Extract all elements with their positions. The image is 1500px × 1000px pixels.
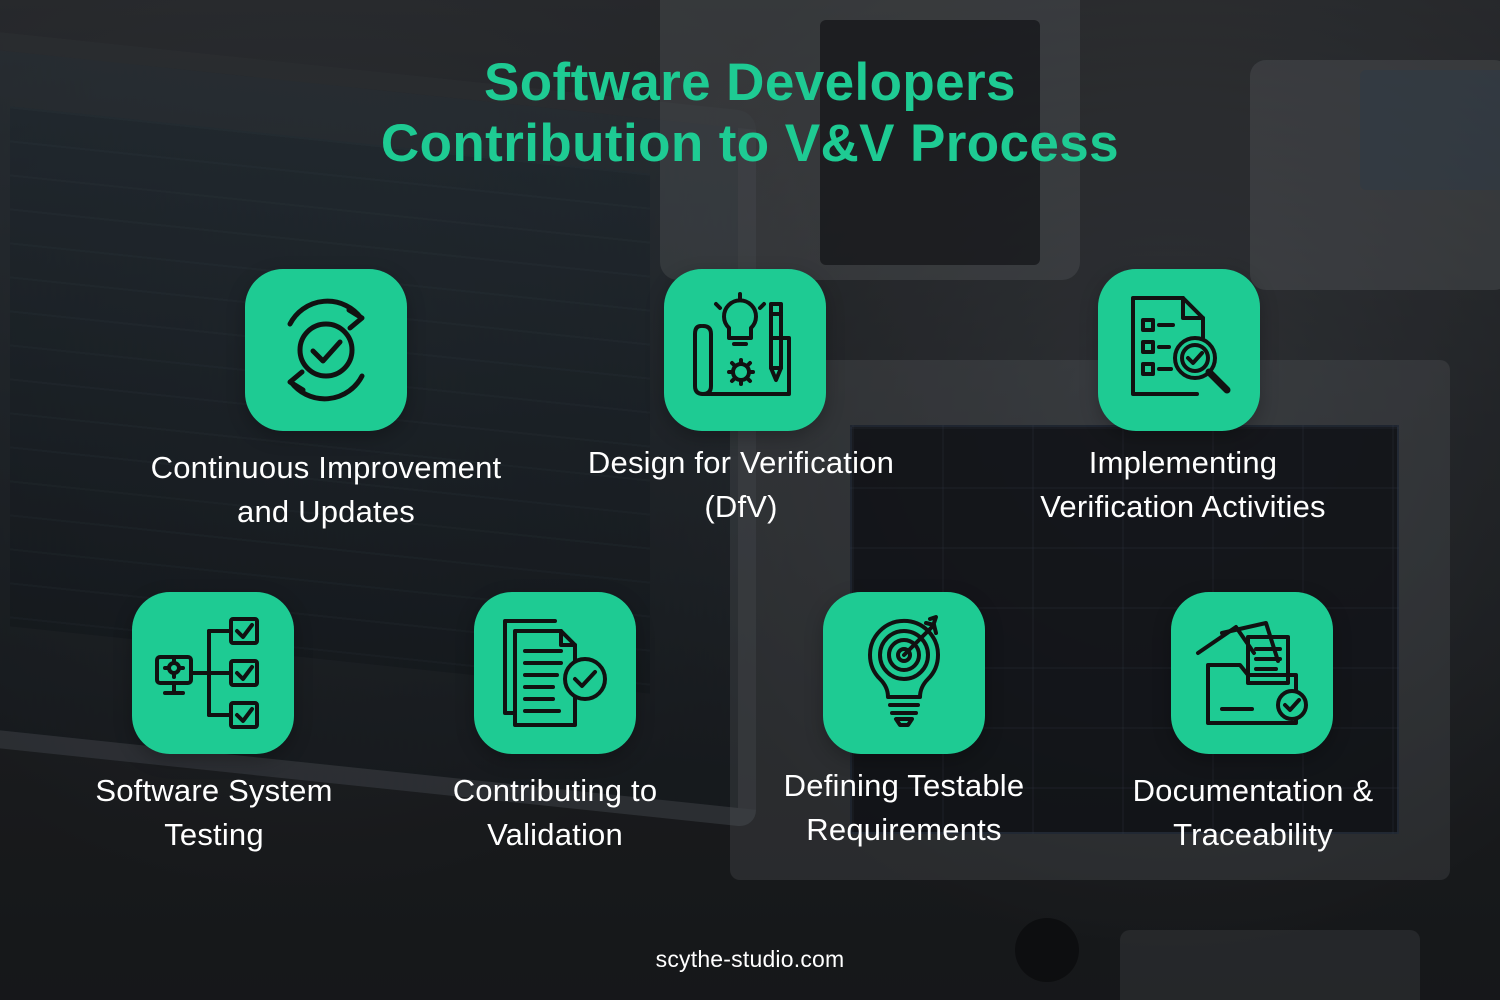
item-label-line2: Testing	[164, 817, 264, 852]
icon-tile	[664, 269, 826, 431]
icon-tile	[1098, 269, 1260, 431]
item-label-line2: Traceability	[1173, 817, 1333, 852]
design-blueprint-icon	[693, 292, 791, 396]
icon-tile	[245, 269, 407, 431]
item-label: Defining Testable Requirements	[694, 764, 1114, 852]
item-label-line2: Validation	[487, 817, 623, 852]
icon-tile	[132, 592, 294, 754]
background-device-right	[1250, 60, 1500, 290]
item-label-line1: Contributing to	[452, 773, 658, 808]
item-label: Software System Testing	[4, 769, 424, 857]
item-label: Implementing Verification Activities	[973, 441, 1393, 529]
page-title-line2: Contribution to V&V Process	[380, 114, 1120, 173]
refresh-check-icon	[287, 298, 365, 402]
item-label-line1: Software System	[95, 773, 333, 808]
item-label-line1: Defining Testable	[783, 768, 1025, 803]
item-label-line1: Documentation &	[1132, 773, 1374, 808]
item-label: Design for Verification (DfV)	[531, 441, 951, 529]
item-label-line1: Design for Verification	[587, 445, 895, 480]
icon-tile	[1171, 592, 1333, 754]
background-knob	[1015, 918, 1079, 982]
page-title: Software Developers Contribution to V&V …	[250, 52, 1250, 174]
footer-site-name: scythe-studio.com	[655, 946, 845, 972]
item-label-line2: Requirements	[806, 812, 1002, 847]
item-label: Contributing to Validation	[345, 769, 765, 857]
documents-check-icon	[503, 619, 607, 727]
item-label-line2: and Updates	[237, 494, 415, 529]
target-bulb-icon	[868, 615, 940, 727]
item-label-line1: Continuous Improvement	[150, 450, 502, 485]
system-test-icon	[155, 617, 259, 729]
page-title-line1: Software Developers	[484, 53, 1016, 112]
folder-check-icon	[1196, 621, 1308, 725]
icon-tile	[474, 592, 636, 754]
background-device-right-screen	[1360, 70, 1500, 190]
item-label-line1: Implementing	[1088, 445, 1278, 480]
icon-tile	[823, 592, 985, 754]
item-label-line2: Verification Activities	[1040, 489, 1326, 524]
document-search-icon	[1131, 296, 1231, 396]
item-label-line2: (DfV)	[704, 489, 778, 524]
item-label: Continuous Improvement and Updates	[116, 446, 536, 534]
background-device-top-screen	[820, 20, 1040, 265]
background-console	[1120, 930, 1420, 1000]
item-label: Documentation & Traceability	[1043, 769, 1463, 857]
